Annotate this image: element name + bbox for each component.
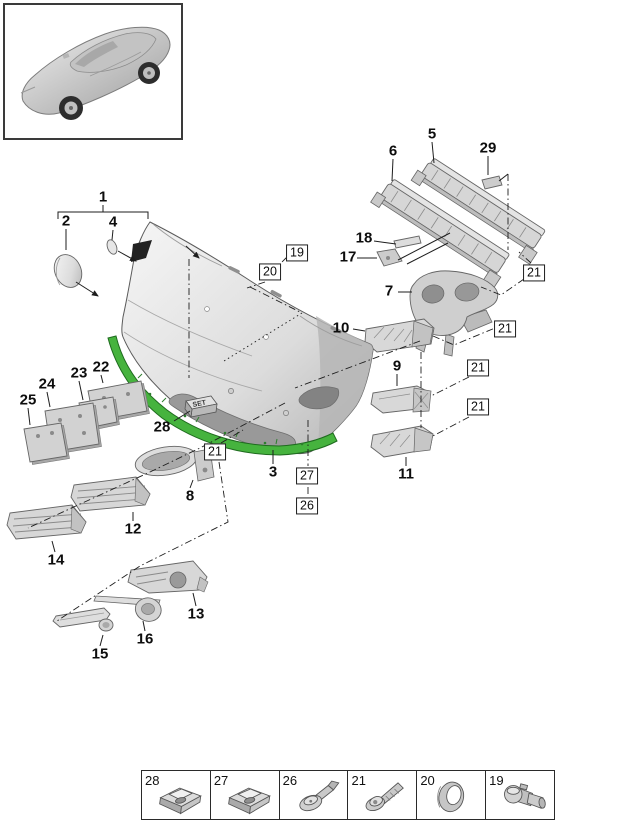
legend-item-28[interactable]: 28 <box>142 771 211 819</box>
legend-number: 28 <box>145 773 160 788</box>
part-1-bumper-cover <box>121 221 374 455</box>
boxed-callout-27[interactable]: 27 <box>296 467 318 485</box>
boxed-callout-21-3[interactable]: 21 <box>467 359 489 377</box>
clip-nut-icon <box>159 787 202 815</box>
boxed-callout-19[interactable]: 19 <box>286 244 308 262</box>
fastener-legend: 28 27 <box>141 770 555 820</box>
callout-6[interactable]: 6 <box>388 142 398 160</box>
callout-25[interactable]: 25 <box>19 391 37 409</box>
part-7-air-guide <box>409 270 499 357</box>
callout-12[interactable]: 12 <box>124 520 142 538</box>
callout-10[interactable]: 10 <box>332 319 350 337</box>
callout-29[interactable]: 29 <box>479 139 497 157</box>
pdc-sensor-icon <box>504 783 546 809</box>
reference-lines <box>27 174 532 622</box>
boxed-callout-21-2[interactable]: 21 <box>494 320 516 338</box>
boxed-callout-20[interactable]: 20 <box>259 263 281 281</box>
callout-24[interactable]: 24 <box>38 375 56 393</box>
legend-item-27[interactable]: 27 <box>211 771 280 819</box>
callout-28[interactable]: 28 <box>153 418 171 436</box>
legend-item-26[interactable]: 26 <box>280 771 349 819</box>
part-2-tow-eye-cover <box>53 254 83 288</box>
callout-4[interactable]: 4 <box>108 213 118 231</box>
part-5-impact-absorber <box>410 158 546 265</box>
boxed-callout-21-1[interactable]: 21 <box>523 264 545 282</box>
part-16-air-scoop <box>93 595 162 622</box>
leader-lines <box>27 141 509 647</box>
legend-number: 26 <box>282 773 298 788</box>
part-15-trim <box>52 607 114 632</box>
callout-9[interactable]: 9 <box>392 357 402 375</box>
part-12-grille <box>70 476 151 512</box>
vehicle-thumbnail <box>3 3 183 140</box>
callout-11[interactable]: 11 <box>398 465 414 483</box>
set-marking-text: SET <box>192 399 207 409</box>
callout-1[interactable]: 1 <box>98 188 108 206</box>
legend-item-20[interactable]: 20 <box>417 771 487 819</box>
legend-item-19[interactable]: 19 <box>486 771 554 819</box>
callout-22[interactable]: 22 <box>92 358 110 376</box>
callout-17[interactable]: 17 <box>339 248 357 266</box>
part-28-fastener-set: SET <box>184 395 218 419</box>
part-17-bracket <box>376 248 403 267</box>
legend-item-21[interactable]: 21 <box>348 771 418 819</box>
callout-18[interactable]: 18 <box>355 229 373 247</box>
callout-23[interactable]: 23 <box>70 364 88 382</box>
part-4-cover-cap <box>106 239 118 255</box>
part-14-grille <box>6 504 87 540</box>
part-10-air-duct <box>364 318 435 353</box>
callout-13[interactable]: 13 <box>187 605 205 623</box>
legend-number: 27 <box>213 773 229 788</box>
clip-nut-icon <box>227 787 271 815</box>
boxed-callout-26[interactable]: 26 <box>296 497 318 515</box>
boxed-callout-21-4[interactable]: 21 <box>467 398 489 416</box>
part-29-bracket <box>481 175 503 190</box>
part-13-grille <box>127 560 209 594</box>
part-25-plate <box>23 422 70 465</box>
part-9-air-duct <box>370 385 432 414</box>
callout-8[interactable]: 8 <box>185 487 195 505</box>
part-3-front-spoiler-highlighted <box>107 335 338 456</box>
part-6-impact-absorber <box>370 179 510 290</box>
part-11-air-duct <box>370 425 434 458</box>
callout-7[interactable]: 7 <box>384 282 394 300</box>
vehicle-illustration <box>20 26 171 120</box>
expanding-rivet-icon <box>299 780 340 812</box>
legend-number: 21 <box>351 773 366 788</box>
callout-14[interactable]: 14 <box>47 551 65 569</box>
part-8-grille-insert <box>134 445 215 482</box>
callout-16[interactable]: 16 <box>136 630 154 648</box>
boxed-callout-21-5[interactable]: 21 <box>204 443 226 461</box>
part-18-strip <box>393 235 422 249</box>
sealing-ring-icon <box>437 781 465 813</box>
callout-3[interactable]: 3 <box>268 463 278 481</box>
screw-icon <box>366 782 405 812</box>
callout-15[interactable]: 15 <box>91 645 109 663</box>
legend-number: 20 <box>420 773 435 788</box>
legend-number: 19 <box>489 773 504 788</box>
callout-2[interactable]: 2 <box>61 212 71 230</box>
callout-5[interactable]: 5 <box>427 125 437 143</box>
